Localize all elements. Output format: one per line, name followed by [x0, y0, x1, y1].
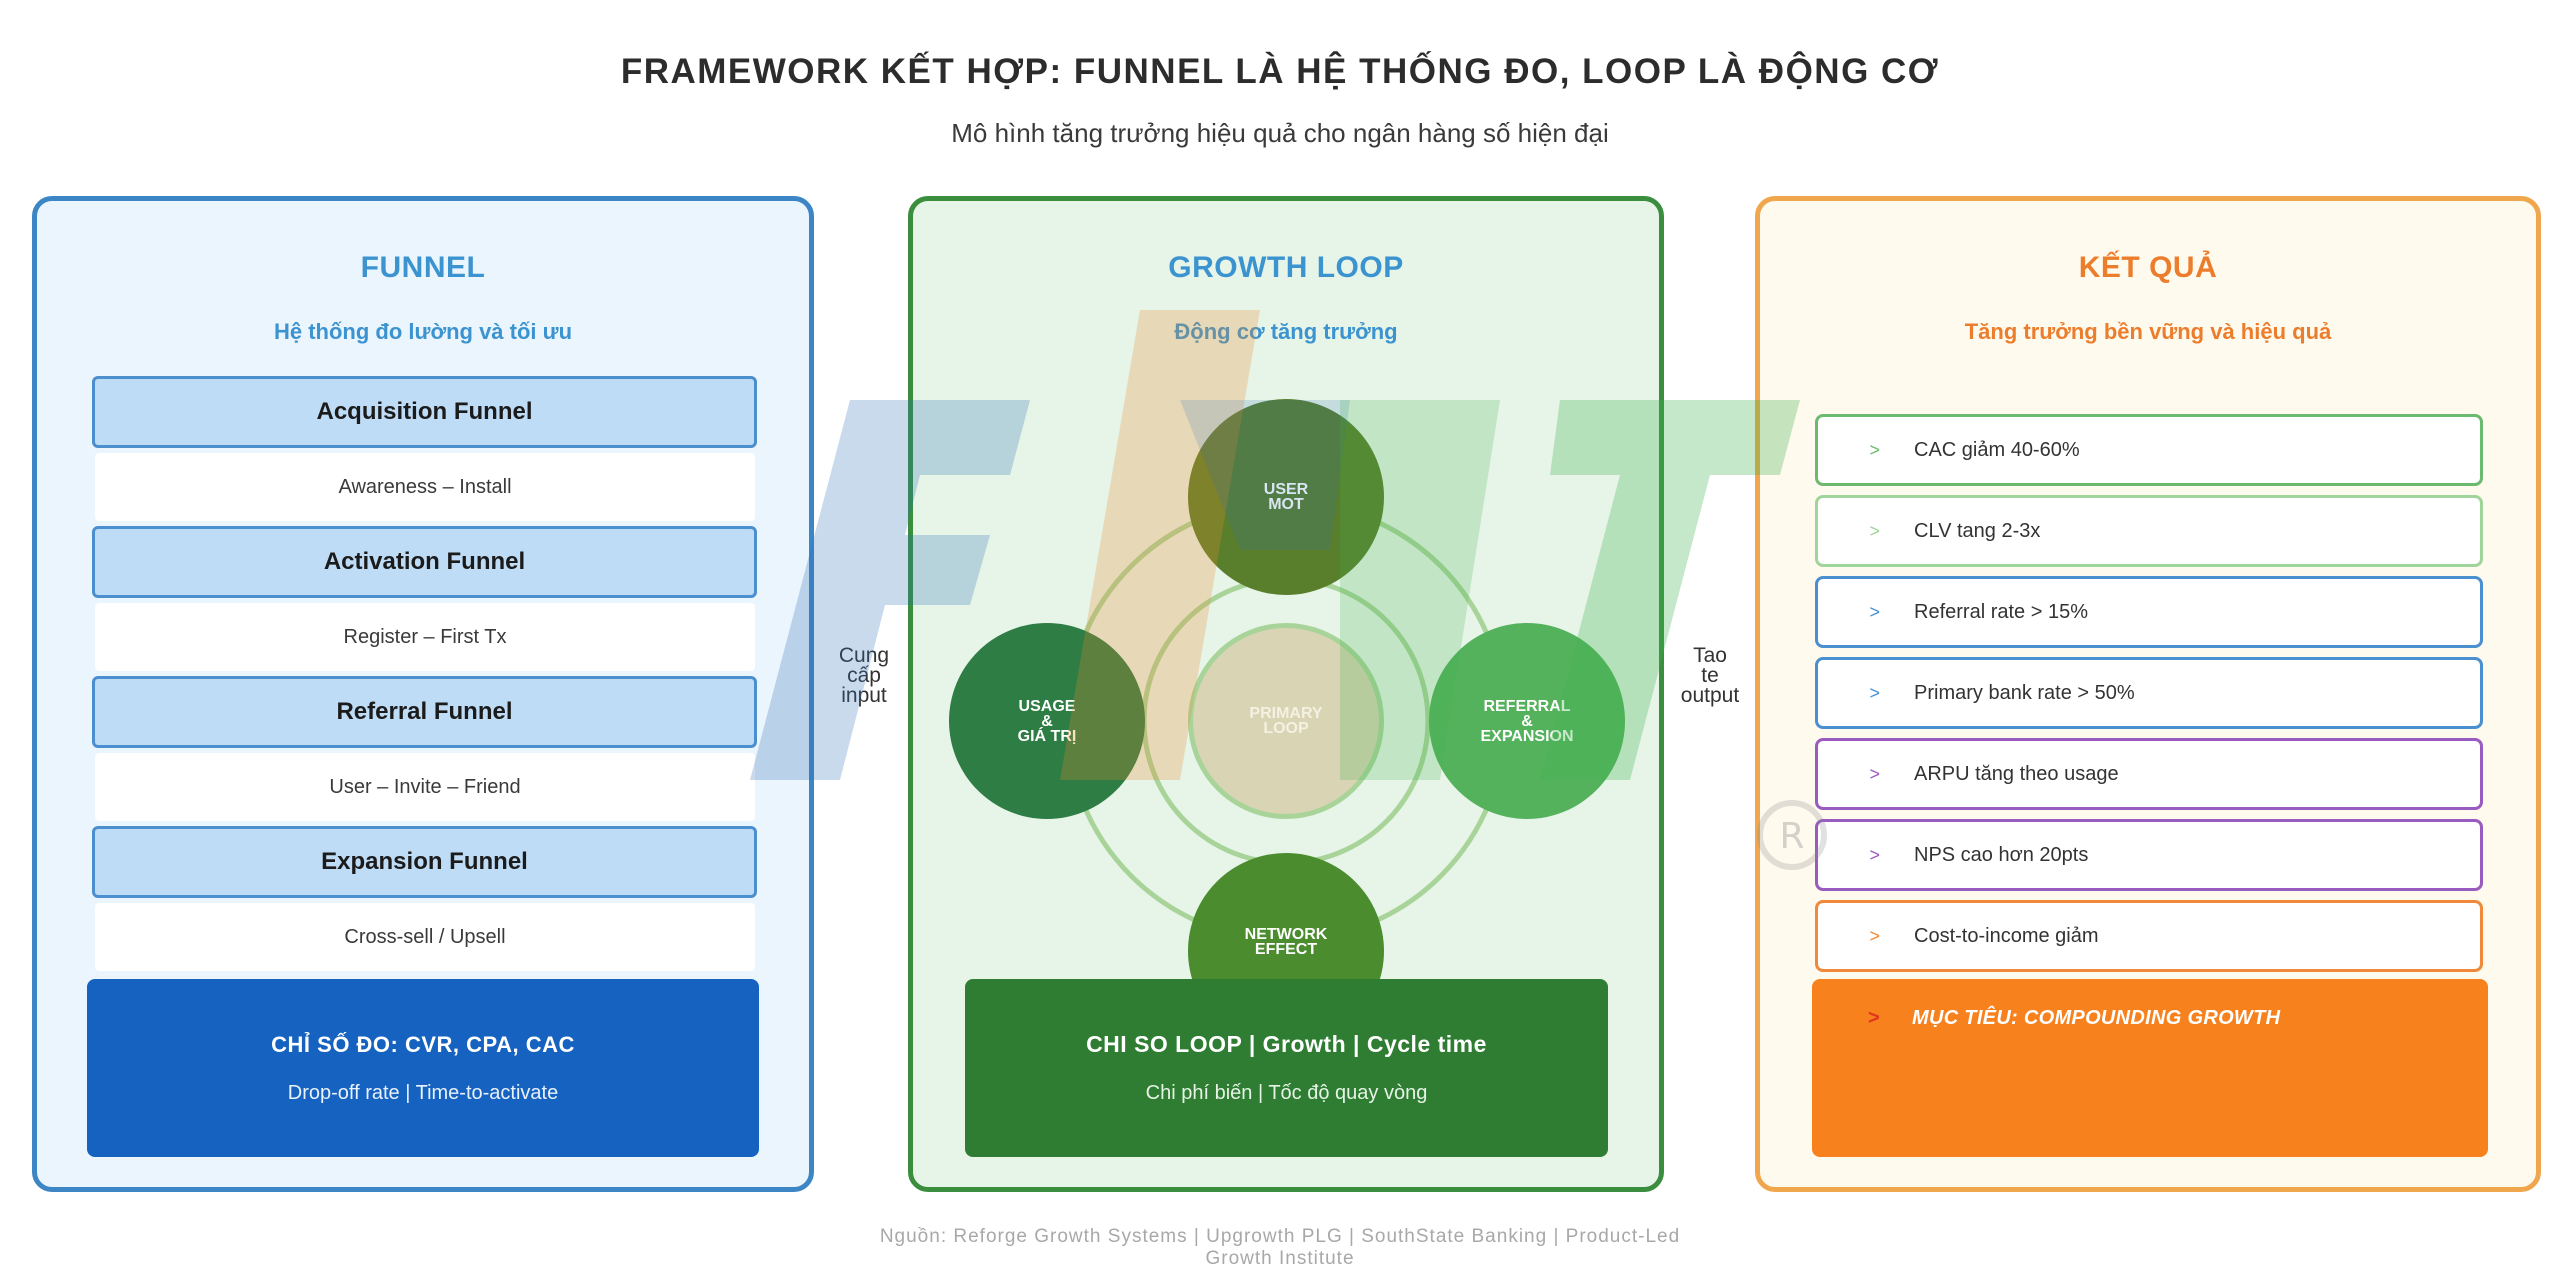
target-box: > MỤC TIÊU: COMPOUNDING GROWTH: [1812, 979, 2488, 1157]
result-item: > NPS cao hơn 20pts: [1815, 819, 2483, 891]
chevron-right-icon: >: [1869, 682, 1880, 703]
result-item: > Cost-to-income giảm: [1815, 900, 2483, 972]
output-connector-label: Tao te output: [1668, 644, 1752, 707]
node-label-line: LOOP: [1263, 720, 1309, 737]
source-line: Nguồn: Reforge Growth Systems | Upgrowth…: [879, 1226, 1681, 1247]
result-title: KẾT QUẢ: [2078, 251, 2218, 284]
node-user-mot: USER MOT: [1188, 399, 1384, 595]
input-label-line: cấp: [847, 664, 881, 687]
chevron-right-icon: >: [1869, 601, 1880, 622]
loop-metrics-title: CHI SO LOOP | Growth | Cycle time: [1086, 1031, 1487, 1057]
loop-metrics-box: CHI SO LOOP | Growth | Cycle time Chi ph…: [965, 979, 1608, 1157]
funnel-metrics-box: CHỈ SỐ ĐO: CVR, CPA, CAC Drop-off rate |…: [87, 979, 759, 1157]
node-label-line: EXPANSION: [1480, 727, 1574, 745]
node-label-line: USAGE: [1018, 697, 1076, 715]
stage-expansion: Expansion Funnel: [92, 826, 757, 898]
funnel-subtitle: Hệ thống đo lường và tối ưu: [273, 319, 573, 344]
node-label-line: REFERRAL: [1483, 697, 1571, 715]
node-label-line: GIÁ TRỊ: [1017, 727, 1077, 745]
loop-title: GROWTH LOOP: [1168, 251, 1404, 284]
chevron-right-icon: >: [1869, 925, 1880, 946]
chevron-right-icon: >: [1869, 844, 1880, 865]
chevron-right-icon: >: [1869, 439, 1880, 460]
result-item: > Primary bank rate > 50%: [1815, 657, 2483, 729]
output-label-line: te: [1701, 664, 1719, 687]
source-note: Nguồn: Reforge Growth Systems | Upgrowth…: [0, 1226, 2560, 1270]
stage-referral-desc: User – Invite – Friend: [95, 753, 755, 821]
stage-referral: Referral Funnel: [92, 676, 757, 748]
node-referral-expansion: REFERRAL & EXPANSION: [1429, 623, 1625, 819]
input-label-line: Cung: [838, 644, 890, 667]
input-label-line: input: [841, 684, 887, 707]
stage-activation: Activation Funnel: [92, 526, 757, 598]
loop-subtitle: Động cơ tăng trưởng: [1174, 319, 1398, 344]
page-title: FRAMEWORK KẾT HỢP: FUNNEL LÀ HỆ THỐNG ĐO…: [620, 52, 1940, 91]
chevron-right-icon: >: [1869, 520, 1880, 541]
node-label-line: PRIMARY: [1249, 705, 1323, 722]
input-connector-label: Cung cấp input: [826, 644, 902, 707]
node-label-line: USER: [1263, 481, 1309, 498]
node-usage-value: USAGE & GIÁ TRỊ: [949, 623, 1145, 819]
node-label-line: EFFECT: [1254, 941, 1318, 958]
target-text: MỤC TIÊU: COMPOUNDING GROWTH: [1912, 1007, 2281, 1029]
growth-loop-panel: GROWTH LOOP Động cơ tăng trưởng USER MOT…: [908, 196, 1664, 1192]
result-item: > CAC giảm 40-60%: [1815, 414, 2483, 486]
node-label-line: MOT: [1268, 496, 1304, 513]
result-item-text: CAC giảm 40-60%: [1914, 438, 2080, 461]
stage-acquisition: Acquisition Funnel: [92, 376, 757, 448]
funnel-title: FUNNEL: [360, 251, 486, 284]
result-subtitle: Tăng trưởng bền vững và hiệu quả: [1964, 319, 2332, 344]
node-label-line: &: [1041, 712, 1053, 730]
stage-acquisition-desc: Awareness – Install: [95, 453, 755, 521]
page-subtitle: Mô hình tăng trưởng hiệu quả cho ngân hà…: [951, 118, 1609, 148]
result-item-text: Cost-to-income giảm: [1914, 924, 2099, 947]
chevron-right-icon: >: [1869, 763, 1880, 784]
result-item: > Referral rate > 15%: [1815, 576, 2483, 648]
funnel-metrics-title: CHỈ SỐ ĐO: CVR, CPA, CAC: [271, 1031, 575, 1057]
result-item: > ARPU tăng theo usage: [1815, 738, 2483, 810]
stage-activation-desc: Register – First Tx: [95, 603, 755, 671]
result-item: > CLV tang 2-3x: [1815, 495, 2483, 567]
source-line: Growth Institute: [1205, 1248, 1355, 1269]
chevron-right-icon: >: [1868, 1007, 1880, 1029]
result-item-text: CLV tang 2-3x: [1914, 519, 2041, 542]
funnel-metrics-sub: Drop-off rate | Time-to-activate: [287, 1081, 559, 1104]
result-item-text: Referral rate > 15%: [1914, 600, 2088, 623]
result-panel: KẾT QUẢ Tăng trưởng bền vững và hiệu quả…: [1755, 196, 2541, 1192]
result-item-text: Primary bank rate > 50%: [1914, 681, 2135, 704]
stage-expansion-desc: Cross-sell / Upsell: [95, 903, 755, 971]
result-item-text: NPS cao hơn 20pts: [1914, 843, 2089, 866]
node-primary-loop: PRIMARY LOOP: [1188, 623, 1384, 819]
node-label-line: NETWORK: [1244, 926, 1328, 943]
output-label-line: Tao: [1693, 644, 1727, 667]
loop-metrics-sub: Chi phí biến | Tốc độ quay vòng: [1145, 1082, 1428, 1104]
result-item-text: ARPU tăng theo usage: [1914, 762, 2119, 785]
node-label-line: &: [1521, 712, 1533, 730]
funnel-panel: FUNNEL Hệ thống đo lường và tối ưu Acqui…: [32, 196, 814, 1192]
output-label-line: output: [1680, 684, 1740, 707]
